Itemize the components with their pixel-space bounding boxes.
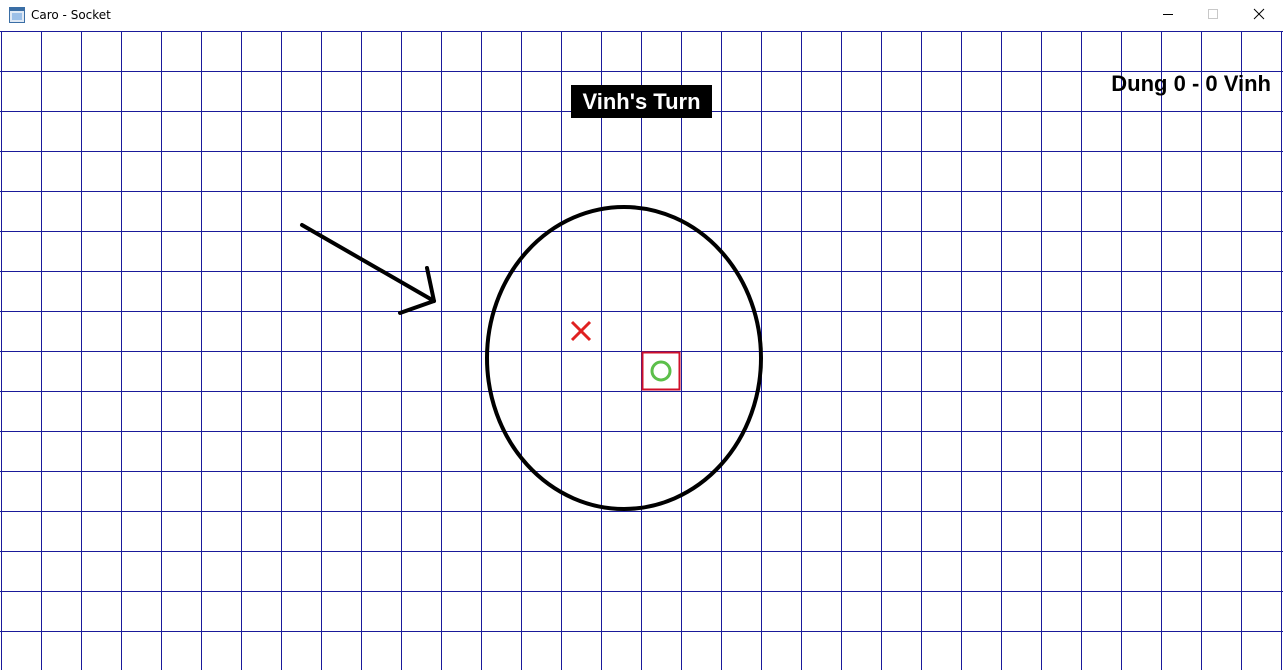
turn-indicator: Vinh's Turn	[571, 85, 712, 118]
minimize-icon	[1162, 7, 1174, 25]
scoreboard: Dung 0 - 0 Vinh	[1111, 71, 1271, 96]
last-move-highlight	[641, 351, 681, 391]
o-piece	[650, 360, 672, 382]
annotation-arrow-shaft	[300, 223, 436, 303]
window-title: Caro - Socket	[31, 8, 111, 22]
game-board[interactable]: Vinh's Turn Dung 0 - 0 Vinh	[0, 31, 1283, 670]
x-piece	[570, 320, 592, 342]
close-icon	[1253, 7, 1265, 25]
maximize-icon	[1207, 7, 1219, 25]
board-grid[interactable]	[0, 31, 1283, 670]
annotation-circle	[485, 205, 763, 511]
app-window-icon	[9, 7, 25, 23]
minimize-button[interactable]	[1145, 0, 1191, 31]
maximize-button[interactable]	[1190, 0, 1236, 31]
hand-drawn-annotation	[300, 205, 763, 511]
board-canvas[interactable]	[0, 31, 1283, 670]
close-button[interactable]	[1236, 0, 1282, 31]
title-bar: Caro - Socket	[0, 0, 1283, 31]
pieces	[570, 320, 681, 391]
annotation-arrow-head	[398, 266, 436, 315]
